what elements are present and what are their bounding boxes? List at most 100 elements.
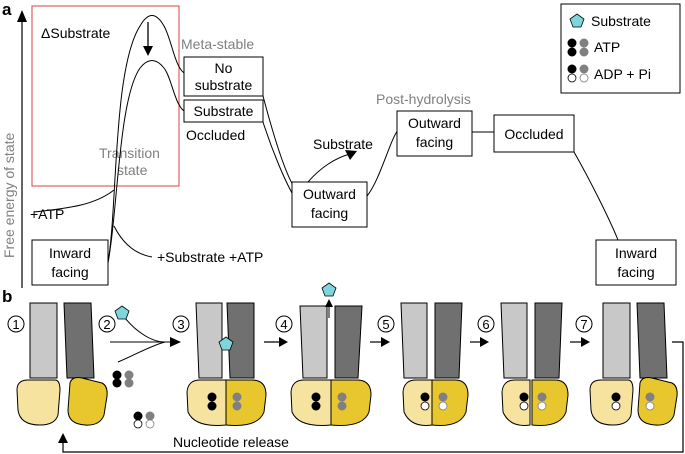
step-2: 2 (98, 305, 181, 429)
tmd-right (334, 305, 363, 379)
atp-bound-gray (337, 392, 347, 402)
adp-gray (438, 392, 448, 402)
tmd-right (434, 302, 463, 379)
atp-bound-black (311, 392, 321, 402)
step-1-marker (7, 315, 25, 333)
adp-black (420, 392, 430, 402)
substrate-icon (114, 305, 130, 320)
occluded2-label: Occluded (504, 126, 563, 142)
legend-adp-label: ADP + Pi (594, 66, 651, 82)
curve-outward-to-post (366, 129, 399, 197)
plus-substrate-atp-curve (113, 225, 153, 258)
no-substrate-line2: substrate (195, 77, 253, 93)
pi-white (420, 401, 430, 411)
outward1-line1: Outward (303, 186, 356, 202)
tmd-right (636, 302, 668, 379)
tmd-left (400, 302, 428, 379)
outward2-line1: Outward (408, 115, 461, 131)
step-1: 1 (7, 302, 108, 426)
substrate-binding-curve (124, 317, 166, 343)
legend-substrate-label: Substrate (591, 13, 651, 29)
state-no-substrate: No substrate (183, 56, 264, 97)
y-axis-arrowhead (17, 10, 27, 22)
step-5-marker (377, 315, 395, 333)
meta-stable-label: Meta-stable (181, 36, 254, 52)
state-substrate-occluded: Substrate Occluded (183, 99, 264, 143)
plus-substrate-atp-label: +Substrate +ATP (157, 249, 263, 265)
panel-a-label: a (2, 0, 12, 19)
adp-gray (537, 392, 547, 402)
nucleotide-release-label: Nucleotide release (173, 434, 289, 450)
y-axis-label: Free energy of state (1, 132, 17, 258)
delta-substrate-label: ΔSubstrate (41, 25, 110, 41)
plus-atp-label: +ATP (30, 206, 64, 222)
state-outward-facing-1: Outward facing (291, 181, 368, 228)
step-6-number: 6 (482, 317, 489, 332)
tmd-left (29, 302, 58, 379)
substrate-release-curve (307, 153, 351, 183)
adp-black (611, 392, 621, 402)
atp-bound-gray (232, 401, 242, 411)
nbd-right (330, 379, 372, 426)
substrate-release-arrowhead (345, 150, 357, 160)
nucleotide-release-path (62, 341, 684, 453)
inward1-line1: Inward (49, 245, 91, 261)
step-6: 6 (470, 302, 569, 426)
tmd-left (299, 305, 328, 379)
curve-occluded-to-outward (262, 121, 297, 201)
atp-bound-gray (232, 392, 242, 402)
step-2-number: 2 (103, 317, 110, 332)
tmd-left (195, 302, 223, 379)
state-outward-facing-2: Outward facing (396, 110, 473, 157)
nucleotide-release-arrowhead (58, 433, 68, 443)
step-7: 7 (570, 302, 678, 426)
tmd-right (534, 302, 563, 379)
substrate-release-label: Substrate (313, 136, 373, 152)
pi-white (645, 401, 655, 411)
curve-occluded-to-inward (573, 151, 619, 241)
outward2-line2: facing (416, 134, 453, 150)
post-hydrolysis-label: Post-hydrolysis (376, 91, 471, 107)
pi-white (611, 401, 621, 411)
nbd-right (637, 377, 678, 426)
pi-white (537, 401, 547, 411)
nbd-left (16, 379, 61, 426)
tmd-left (500, 302, 528, 379)
transition-label-2: state (117, 162, 148, 178)
upper-energy-curve (106, 15, 187, 269)
legend-atp-icon (567, 38, 589, 57)
substrate-label: Substrate (194, 103, 254, 119)
adp-gray (645, 392, 655, 402)
step-3: 3 (172, 302, 267, 426)
nbd-left (290, 379, 332, 426)
atp-bound-gray (337, 401, 347, 411)
bound-substrate-icon (218, 336, 234, 351)
nbd-right (431, 379, 469, 426)
step-5-number: 5 (382, 317, 389, 332)
atp-icon (112, 370, 134, 388)
released-substrate-icon (321, 282, 337, 297)
atp-bound-black (207, 401, 217, 411)
adp-black (519, 392, 529, 402)
step-4-number: 4 (280, 317, 287, 332)
step-6-marker (477, 315, 495, 333)
nbd-right (531, 379, 569, 426)
state-inward-facing-1: Inward facing (31, 239, 109, 286)
legend-adp-icon (567, 64, 589, 83)
step-4-arrowhead (279, 337, 288, 347)
adp-released-icon (133, 411, 155, 429)
occluded-label: Occluded (186, 127, 245, 143)
plus-atp-curve (33, 189, 115, 213)
step-1-number: 1 (12, 317, 19, 332)
delta-arrow-head (143, 46, 153, 56)
inward2-line2: facing (617, 264, 654, 280)
atp-binding-curve (117, 341, 166, 363)
tmd-right (63, 302, 95, 379)
nbd-right (67, 377, 108, 426)
outward1-line2: facing (311, 205, 348, 221)
state-inward-facing-2: Inward facing (595, 239, 677, 286)
step-4: 4 (264, 282, 372, 426)
step-5-arrowhead (381, 337, 390, 347)
step-7-arrowhead (581, 337, 590, 347)
